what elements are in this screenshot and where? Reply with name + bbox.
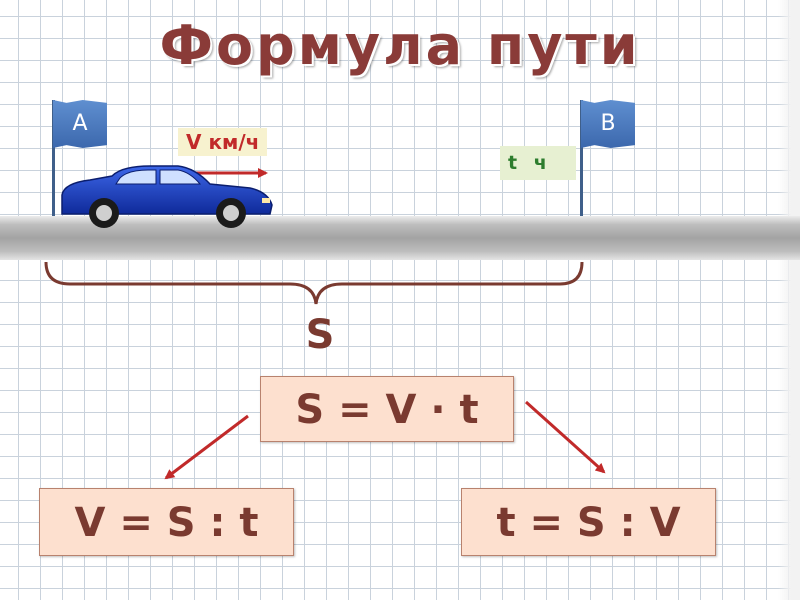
formula-speed: V = S : t [39,488,294,556]
arrow-icon-to-speed-formula [164,414,249,480]
brace-icon [44,261,584,305]
flag-icon-b: B [581,100,635,148]
arrow-icon-to-time-formula [524,400,606,474]
flag-pole-a [52,100,55,220]
road [0,216,800,260]
time-label: t ч [500,146,576,180]
formula-time: t = S : V [461,488,716,556]
flag-pole-b [580,100,583,220]
page-title: Формула пути [159,14,641,77]
distance-label: S [305,312,335,358]
speed-label: V км/ч [178,128,268,156]
car-icon [61,165,273,228]
formula-distance: S = V · t [260,376,514,442]
page-edge [778,0,800,600]
flag-icon-a: A [53,100,107,148]
